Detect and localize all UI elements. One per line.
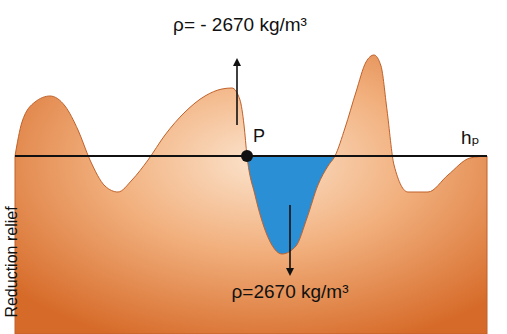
point-label: P xyxy=(253,126,265,147)
density-arrow xyxy=(289,205,291,272)
density-label: ρ= - 2670 kg/m³ xyxy=(173,14,307,36)
level-label: hₚ xyxy=(461,127,480,149)
density-arrow xyxy=(236,62,238,125)
density-label: ρ=2670 kg/m³ xyxy=(232,281,349,303)
point-marker xyxy=(241,150,253,162)
axis-label: Reduction relief xyxy=(3,206,21,317)
terrain-body xyxy=(15,55,487,334)
